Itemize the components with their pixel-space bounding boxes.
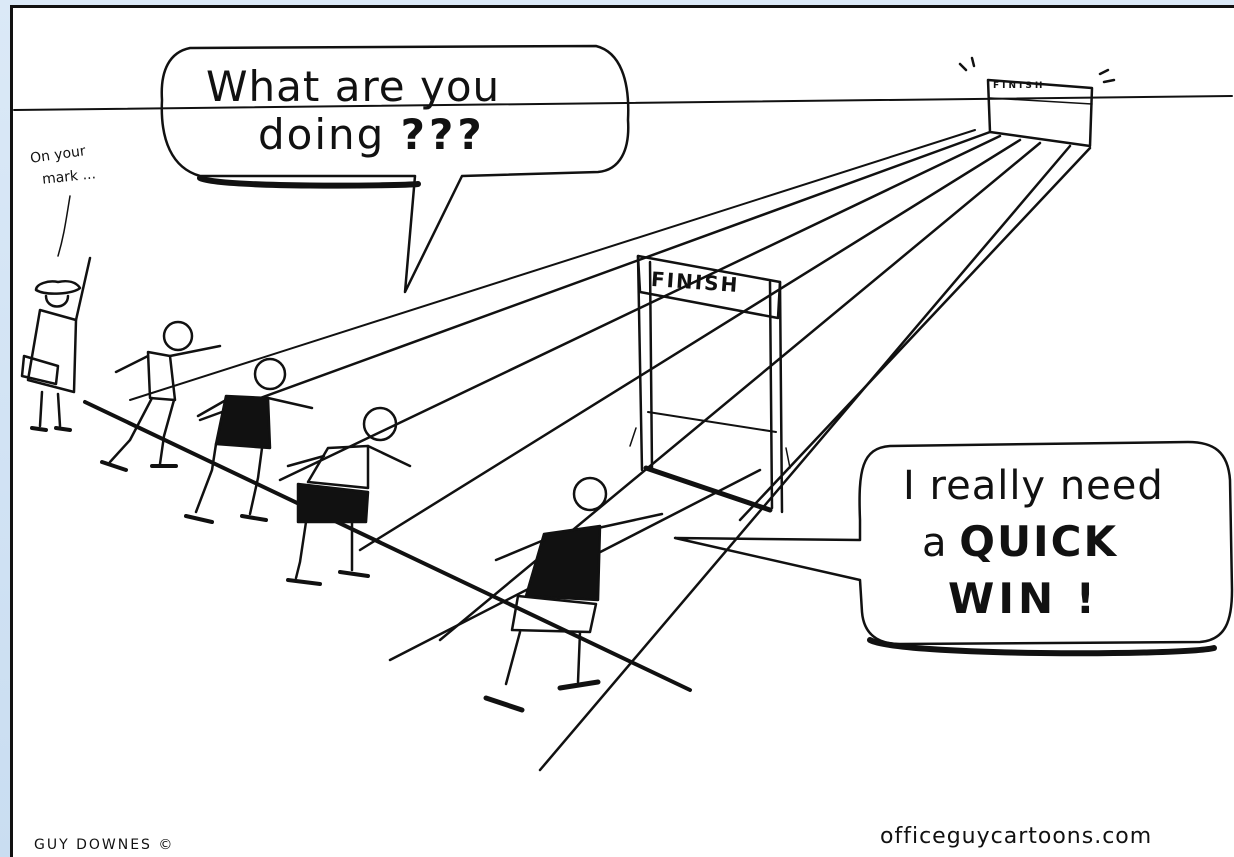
finish-frame-far xyxy=(958,56,1116,148)
speech-right-bold: QUICK xyxy=(959,517,1119,566)
speech-top-line-2: doing ??? xyxy=(258,114,486,156)
finish-banner-near: FINISH xyxy=(650,266,741,298)
speech-top-marks: ??? xyxy=(400,110,486,159)
runner-2 xyxy=(184,357,314,524)
starter-official xyxy=(20,195,92,432)
horizon-line xyxy=(13,95,1233,111)
finish-banner-far: FINISH xyxy=(993,81,1046,91)
finish-frame-near xyxy=(629,254,791,514)
speech-top-line-1: What are you xyxy=(206,62,501,111)
speech-right-line-2: a QUICK xyxy=(922,520,1118,566)
runner-4 xyxy=(483,476,664,713)
runner-1 xyxy=(100,320,222,472)
cartoon-frame xyxy=(10,5,1234,857)
track-lanes xyxy=(129,129,1092,772)
speech-right-line-3: WIN ! xyxy=(948,574,1099,623)
runner-3 xyxy=(286,406,412,586)
speech-bubble-top xyxy=(160,44,630,294)
speech-right-word: a xyxy=(922,520,947,566)
website-credit: officeguycartoons.com xyxy=(880,824,1153,849)
speech-top-word: doing xyxy=(258,110,386,159)
speech-right-line-1: I really need xyxy=(903,463,1164,509)
artist-signature: GUY DOWNES © xyxy=(34,837,175,853)
starting-line xyxy=(83,400,692,692)
